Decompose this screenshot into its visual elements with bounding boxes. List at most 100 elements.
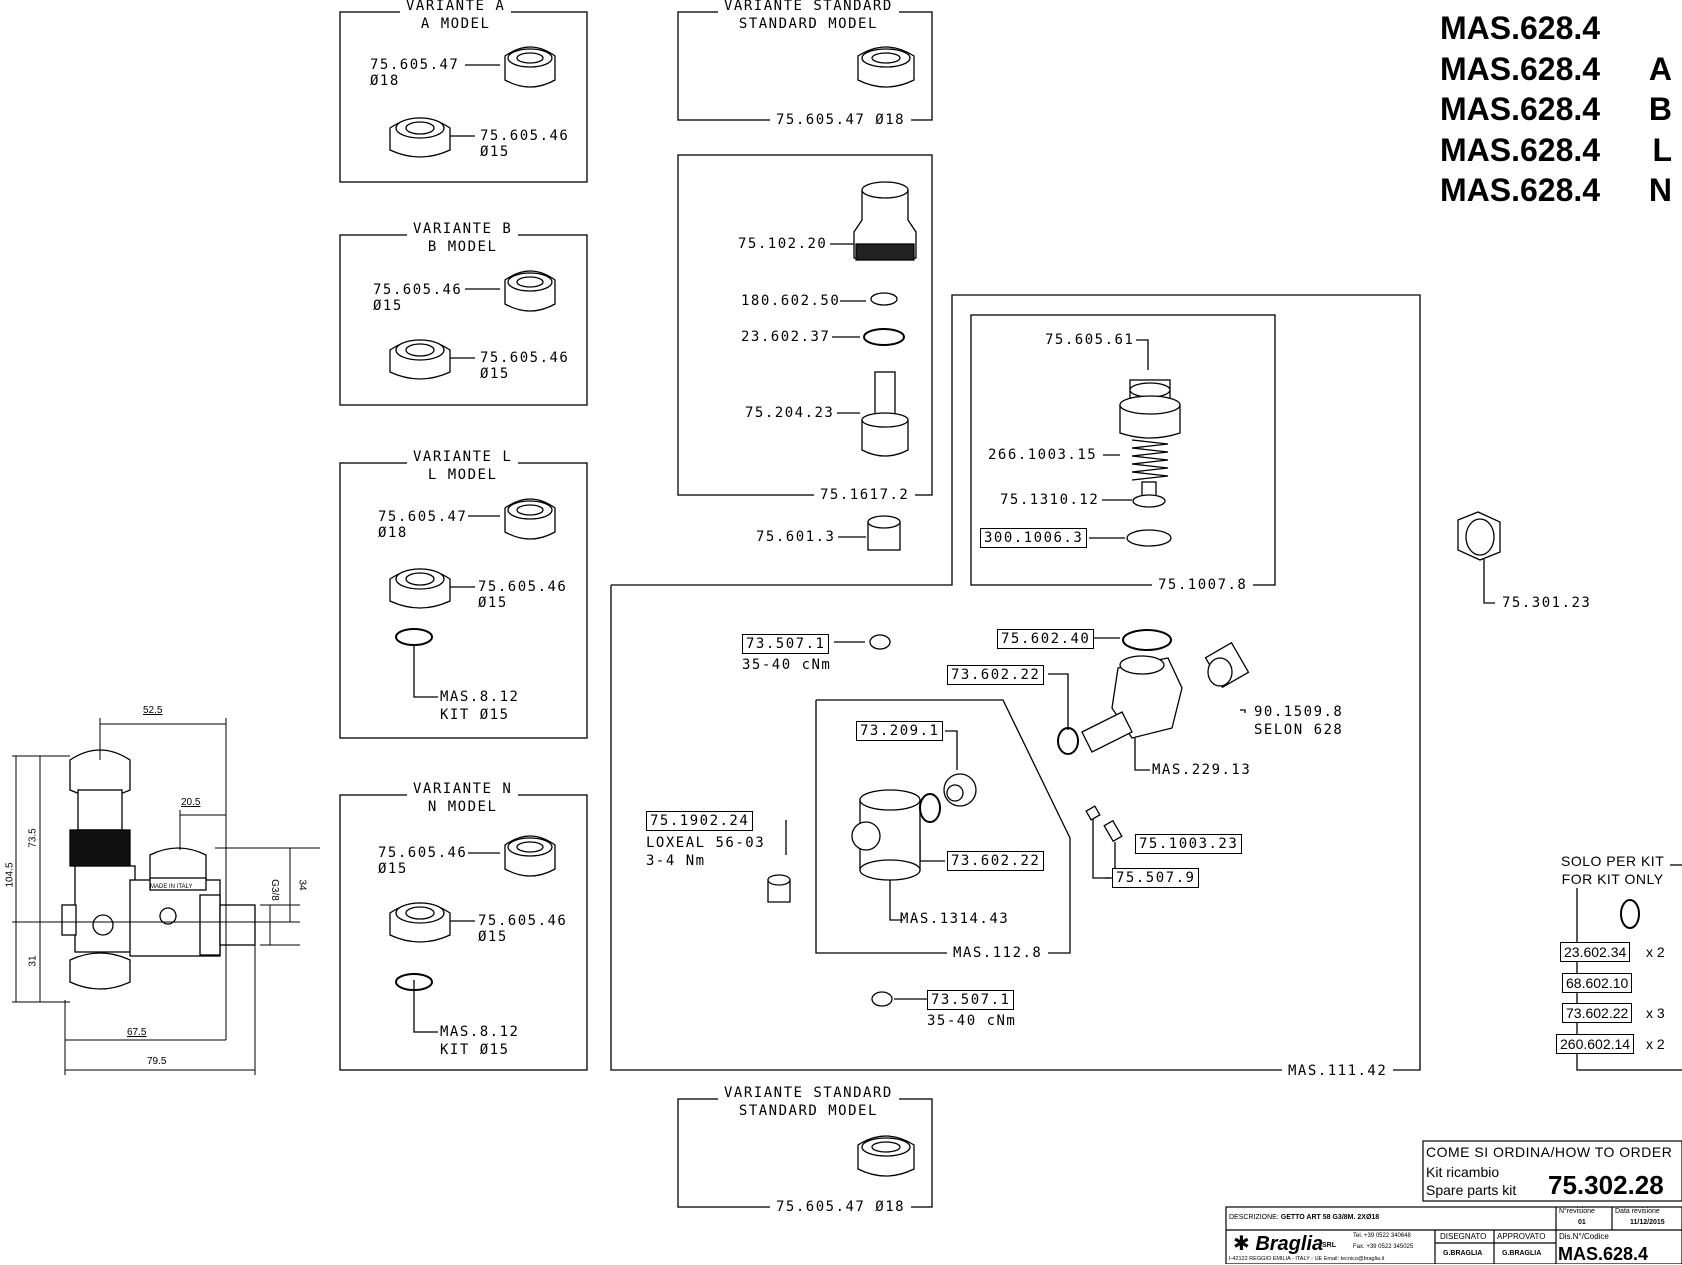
plug-73-507-1-bottom: [871, 991, 893, 1007]
cap-nut-std-top: [857, 46, 915, 88]
part-label: 75.1310.12: [1000, 492, 1100, 508]
part-label-boxed: 73.507.1: [742, 634, 830, 654]
company-srl: SRL: [1322, 1242, 1336, 1249]
part-size: Ø15: [478, 929, 508, 945]
dim-104-5: 104.5: [4, 862, 16, 888]
title-block-frame: [1225, 1206, 1682, 1264]
part-label: 75.605.47: [378, 509, 468, 525]
dim-31: 31: [27, 955, 39, 967]
part-label: 75.102.20: [738, 236, 828, 252]
company-address: I-42122 REGGIO EMILIA - ITALY - UE Email…: [1229, 1256, 1385, 1262]
disc-300-1006-3: [1126, 529, 1172, 547]
dim-67-5: 67.5: [127, 1027, 147, 1038]
part-label: MAS.8.12: [440, 1024, 520, 1040]
part-label: 266.1003.15: [988, 447, 1098, 463]
cap-nut-l2: [389, 568, 451, 609]
cartridge-75-102-20: [853, 181, 917, 261]
order-frame: [1422, 1140, 1682, 1202]
order-heading: COME SI ORDINA/HOW TO ORDER: [1426, 1144, 1673, 1160]
kit-washer: [1620, 899, 1640, 929]
part-label: 75.605.46: [480, 128, 570, 144]
selon-90-1509-8: [1204, 641, 1250, 689]
part-label-boxed: 75.602.40: [997, 629, 1095, 649]
part-label-boxed: 73.209.1: [856, 721, 944, 741]
date-label: Data revisione: [1615, 1208, 1660, 1215]
part-label: 180.602.50: [741, 293, 841, 309]
oring-73-602-22a: [1057, 727, 1079, 755]
dim-20-5: 20.5: [181, 797, 201, 808]
torque-label: 3-4 Nm: [646, 853, 706, 869]
dimension-lines: [12, 718, 320, 1075]
cap-nut-b2: [389, 339, 451, 380]
rev-label: N°revisione: [1559, 1208, 1595, 1215]
part-size: Ø15: [480, 366, 510, 382]
dim-52-5: 52.5: [143, 705, 163, 716]
stem-75-1310-12: [1132, 481, 1166, 508]
cap-nut-b1: [504, 270, 556, 312]
cap-nut-a2: [389, 117, 451, 158]
assembly-label: MAS.112.8: [947, 944, 1049, 962]
cartridge-frame: [677, 154, 933, 496]
drawn-label: DISEGNATO: [1440, 1232, 1487, 1241]
oring-75-602-40: [1122, 629, 1172, 651]
cap-nut-a1: [504, 46, 556, 88]
cap-nut-n2: [389, 902, 451, 943]
kit-part: 260.602.14: [1556, 1034, 1635, 1054]
cap-nut-n1: [504, 835, 556, 877]
kit-qty: x 2: [1646, 944, 1665, 960]
dim-79-5: 79.5: [147, 1056, 167, 1067]
code-label: Dis.N°/Codice: [1559, 1232, 1609, 1241]
oring-l: [395, 628, 433, 646]
part-label: 75.204.23: [745, 405, 835, 421]
kit-part: 68.602.10: [1562, 973, 1633, 993]
oring-n: [395, 973, 433, 991]
cap-75-1902-24: [767, 874, 791, 903]
part-label: SELON 628: [1254, 722, 1344, 738]
valve-head-75-605-61: [1119, 379, 1181, 439]
approved-value: G.BRAGLIA: [1502, 1250, 1542, 1257]
company-tel: Tel. +39 0522 340648: [1353, 1233, 1411, 1239]
cap-nut-l1: [504, 498, 556, 540]
torque-label: 35-40 cNm: [927, 1013, 1017, 1029]
part-label: 75.605.46: [373, 282, 463, 298]
part-label: 23.602.37: [741, 329, 831, 345]
date-value: 11/12/2015: [1630, 1219, 1665, 1226]
part-size: Ø18: [370, 73, 400, 89]
kit-part: 73.602.22: [1562, 1003, 1633, 1023]
part-size: Ø18: [378, 525, 408, 541]
lock-nut-75-301-23: [1457, 511, 1501, 561]
loxeal-label: LOXEAL 56-03: [646, 835, 766, 851]
part-label: 75.605.46: [478, 913, 568, 929]
dim-73-5: 73.5: [27, 828, 39, 848]
approved-label: APPROVATO: [1497, 1232, 1546, 1241]
bushing-75-601-3: [867, 515, 901, 551]
oring-73-602-22b: [919, 793, 941, 823]
body-frame: [610, 294, 1421, 1071]
company-logo: ✱ Braglia: [1233, 1233, 1324, 1255]
body-mas-229-13: [1081, 655, 1183, 753]
dim-34: 34: [296, 879, 308, 891]
part-label-boxed: 73.602.22: [947, 851, 1045, 871]
body-mas-1314-43: [851, 789, 921, 881]
order-spare-label: Spare parts kit: [1426, 1182, 1517, 1198]
company-fax: Fax. +39 0522 345025: [1353, 1244, 1414, 1250]
order-kit-label: Kit ricambio: [1426, 1164, 1500, 1180]
part-size: Ø15: [478, 595, 508, 611]
part-label: 75.605.46: [478, 579, 568, 595]
part-size: KIT Ø15: [440, 707, 510, 723]
part-label: 75.605.61: [1045, 332, 1135, 348]
part-size: Ø15: [480, 144, 510, 160]
code-row: MAS.628.4: [1440, 10, 1601, 46]
kit-qty: x 2: [1646, 1036, 1665, 1052]
part-label-boxed: 75.1902.24: [646, 811, 754, 831]
insert-73-209-1: [943, 773, 977, 807]
kit-qty: x 3: [1646, 1005, 1665, 1021]
